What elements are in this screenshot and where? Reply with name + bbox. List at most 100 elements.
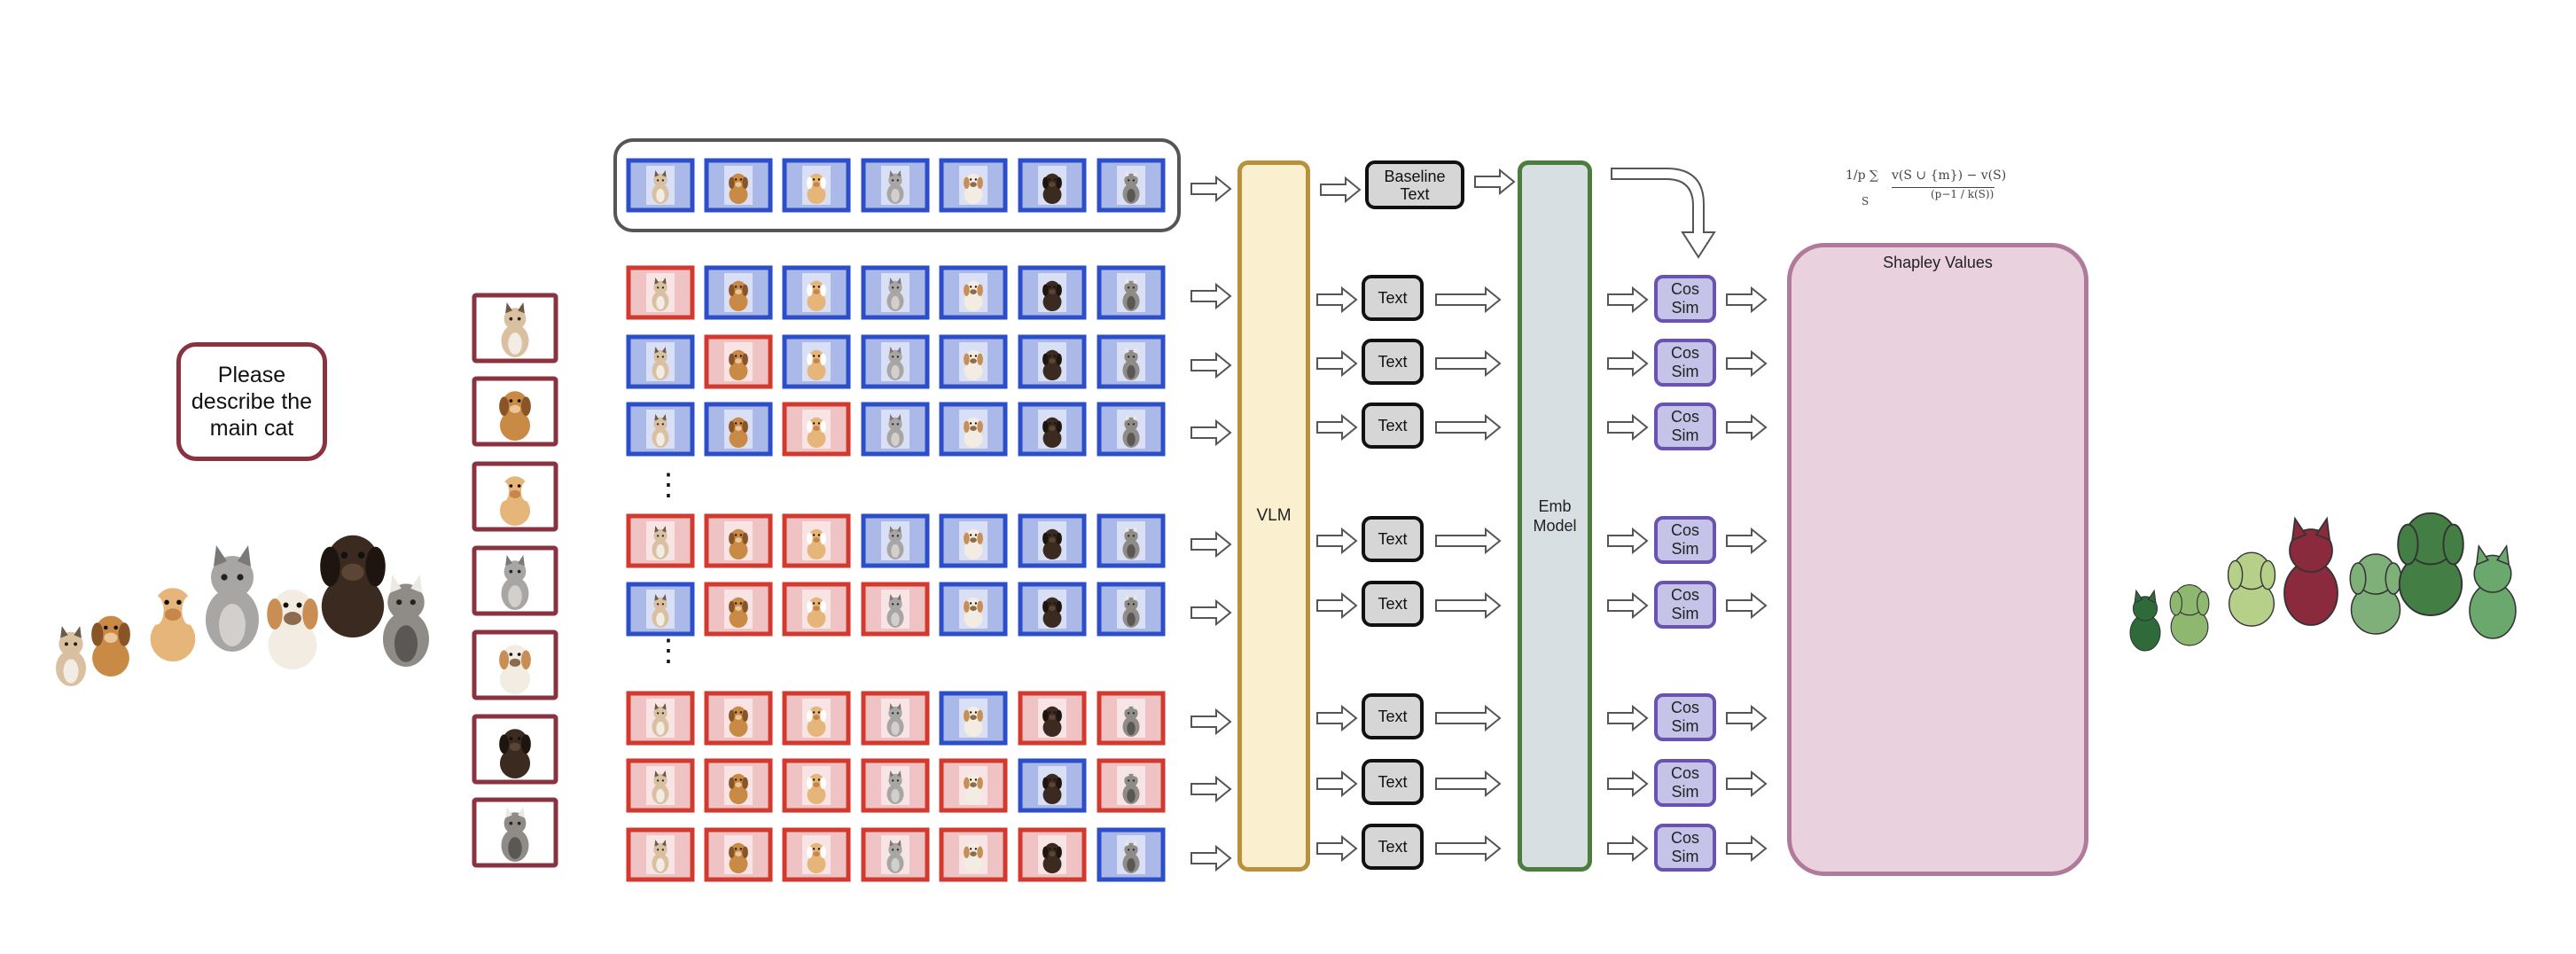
animal-tile-r2-c4-dog bbox=[964, 349, 983, 380]
animal-group-4-dog bbox=[267, 590, 318, 669]
arrow-cos-shapley-6 bbox=[1726, 770, 1768, 798]
formula-lead: 1/p ∑ bbox=[1846, 168, 1879, 183]
tile-r0-c0 bbox=[626, 158, 695, 213]
animal-thumb-6-cat bbox=[501, 807, 529, 862]
cos-sim-box-2: Cos Sim bbox=[1654, 403, 1716, 450]
animal-tile-r4-c1-dog bbox=[729, 528, 748, 559]
animal-tile-r6-c3-cat bbox=[886, 703, 904, 737]
cos-sim-label: Cos Sim bbox=[1670, 699, 1699, 735]
animal-tile-r4-c6-cat bbox=[1122, 526, 1140, 559]
ellipsis-dots-1: ⋮ bbox=[653, 634, 683, 668]
animal-tile-r3-c1-dog bbox=[729, 417, 748, 448]
thumb-0 bbox=[472, 293, 558, 364]
animal-tile-r7-c3-cat bbox=[886, 770, 904, 804]
tile-r8-c3 bbox=[861, 827, 930, 882]
thumb-2 bbox=[472, 461, 558, 532]
animal-tile-r2-c6-cat bbox=[1122, 347, 1140, 380]
animal-tile-r7-c6-cat bbox=[1122, 770, 1140, 804]
arrow-cos-shapley-5 bbox=[1726, 704, 1768, 732]
arrow-grid-vlm-6 bbox=[1190, 708, 1232, 736]
animal-thumb-1-dog bbox=[499, 391, 531, 441]
arrow-vlm-text-5 bbox=[1316, 704, 1358, 732]
grid-row-3 bbox=[626, 402, 1166, 457]
arrow-vlm-text-2 bbox=[1316, 413, 1358, 442]
formula-numerator: v(S ∪ {m}) − v(S) bbox=[1892, 168, 2007, 183]
text-box-4: Text bbox=[1362, 581, 1424, 627]
silhouette-5-dog bbox=[2397, 512, 2464, 616]
tile-r2-c1 bbox=[704, 334, 773, 389]
cos-sim-box-3: Cos Sim bbox=[1654, 516, 1716, 564]
animal-tile-r0-c5-dog bbox=[1042, 173, 1062, 204]
baseline-text-box-label: Baseline Text bbox=[1384, 167, 1446, 203]
animal-thumb-4-dog bbox=[499, 645, 531, 694]
animal-tile-r7-c0-cat bbox=[652, 770, 669, 804]
tile-r8-c0 bbox=[626, 827, 695, 882]
animal-tile-r3-c3-cat bbox=[886, 414, 904, 448]
animal-tile-r3-c0-cat bbox=[652, 414, 669, 448]
animal-tile-r3-c6-cat bbox=[1122, 414, 1140, 448]
animal-tile-r3-c5-dog bbox=[1042, 417, 1062, 448]
cos-sim-label: Cos Sim bbox=[1670, 408, 1699, 444]
tile-r6-c4 bbox=[939, 691, 1008, 746]
cos-sim-label: Cos Sim bbox=[1670, 280, 1699, 317]
text-box-0: Text bbox=[1362, 275, 1424, 321]
animal-tile-r5-c1-dog bbox=[729, 597, 748, 628]
arrow-emb-cos-2 bbox=[1607, 413, 1649, 442]
tile-r5-c1 bbox=[704, 582, 773, 637]
animal-tile-r5-c3-cat bbox=[886, 594, 904, 628]
shapley-formula: 1/p ∑ v(S ∪ {m}) − v(S) (p−1 / k(S)) S bbox=[1846, 168, 2006, 222]
animal-tile-r2-c1-dog bbox=[729, 349, 748, 380]
arrow-cos-shapley-1 bbox=[1726, 349, 1768, 378]
thumb-1 bbox=[472, 376, 558, 447]
arrow-cos-shapley-0 bbox=[1726, 285, 1768, 314]
tile-r2-c5 bbox=[1018, 334, 1087, 389]
cos-sim-label: Cos Sim bbox=[1670, 764, 1699, 801]
tile-r4-c6 bbox=[1097, 513, 1166, 568]
group-photo bbox=[56, 535, 429, 686]
tile-r6-c6 bbox=[1097, 691, 1166, 746]
curved-arrow-baseline bbox=[1611, 168, 1716, 259]
arrow-vlm-text-7 bbox=[1316, 834, 1358, 863]
animal-tile-r7-c2-dog bbox=[807, 773, 826, 804]
grid-row-4 bbox=[626, 513, 1166, 568]
tile-r3-c2 bbox=[782, 402, 851, 457]
arrow-emb-cos-7 bbox=[1607, 834, 1649, 863]
tile-r8-c5 bbox=[1018, 827, 1087, 882]
animal-tile-r0-c3-cat bbox=[886, 170, 904, 204]
thumb-3 bbox=[472, 545, 558, 616]
tile-r3-c4 bbox=[939, 402, 1008, 457]
tile-r8-c1 bbox=[704, 827, 773, 882]
arrow-grid-vlm-3 bbox=[1190, 418, 1232, 447]
arrow-vlm-text-0 bbox=[1316, 285, 1358, 314]
tile-r4-c0 bbox=[626, 513, 695, 568]
tile-r5-c2 bbox=[782, 582, 851, 637]
animal-tile-r2-c2-dog bbox=[807, 349, 826, 380]
arrow-text-emb-3 bbox=[1435, 527, 1502, 555]
animal-tile-r6-c5-dog bbox=[1042, 706, 1062, 737]
tile-r6-c2 bbox=[782, 691, 851, 746]
silhouette-3-cat bbox=[2283, 516, 2338, 626]
tile-r6-c1 bbox=[704, 691, 773, 746]
arrow-emb-cos-1 bbox=[1607, 349, 1649, 378]
arrow-vlm-text-3 bbox=[1316, 527, 1358, 555]
baseline-text-box: Baseline Text bbox=[1365, 160, 1464, 209]
cos-sim-box-5: Cos Sim bbox=[1654, 693, 1716, 741]
arrow-emb-cos-3 bbox=[1607, 527, 1649, 555]
tile-r6-c5 bbox=[1018, 691, 1087, 746]
arrow-vlm-text-4 bbox=[1316, 591, 1358, 620]
text-box-7-label: Text bbox=[1378, 838, 1408, 856]
formula-fraction-line bbox=[1892, 187, 1994, 188]
animal-tile-r4-c2-dog bbox=[807, 528, 826, 559]
tile-r1-c0 bbox=[626, 265, 695, 320]
animal-tile-r0-c2-dog bbox=[807, 173, 826, 204]
arrow-cos-shapley-7 bbox=[1726, 834, 1768, 863]
formula-denominator: (p−1 / k(S)) bbox=[1931, 188, 1994, 200]
text-box-2-label: Text bbox=[1378, 417, 1408, 434]
arrow-grid-vlm-4 bbox=[1190, 530, 1232, 559]
animal-tile-r6-c2-dog bbox=[807, 706, 826, 737]
text-box-5: Text bbox=[1362, 693, 1424, 739]
animal-tile-r3-c2-dog bbox=[807, 417, 826, 448]
animal-thumb-0-cat bbox=[501, 302, 529, 357]
tile-r7-c3 bbox=[861, 758, 930, 813]
animal-tile-r5-c2-dog bbox=[807, 597, 826, 628]
